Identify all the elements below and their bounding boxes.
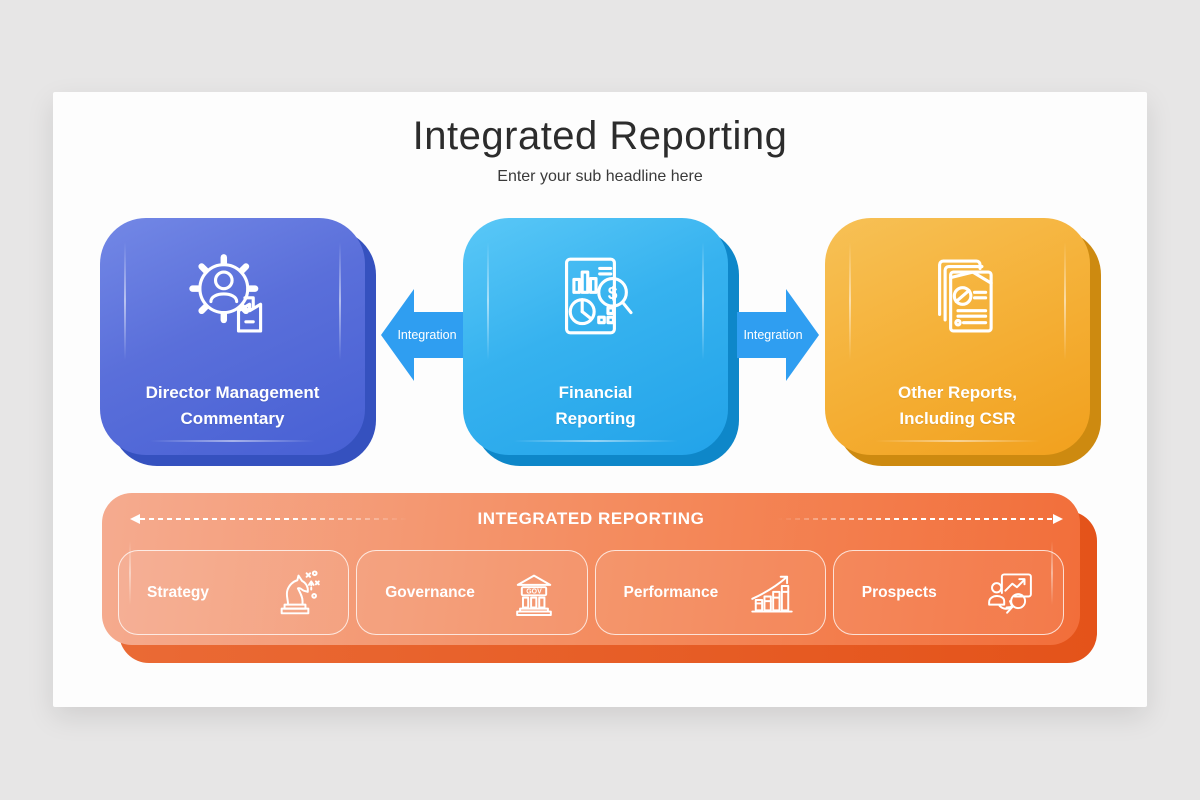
highlight-line [487, 242, 489, 360]
arrow-head-icon [381, 289, 414, 381]
page-title: Integrated Reporting [412, 114, 788, 158]
box-other-reports-csr: Other Reports, Including CSR [825, 218, 1101, 466]
slide-canvas: Integrated Reporting Enter your sub head… [53, 92, 1147, 707]
highlight-line [124, 242, 126, 360]
box-title-line2: Including CSR [899, 408, 1016, 428]
cell-label: Governance [385, 583, 475, 601]
highlight-line [1064, 242, 1066, 360]
box-face: $ Financial Reporting [463, 218, 728, 455]
arrow-label: Integration [743, 328, 803, 342]
bar-cell-strategy: Strategy [118, 550, 350, 635]
arrow-head-icon [786, 289, 819, 381]
bar-items-row: Strategy [118, 550, 1064, 635]
box-title-line2: Commentary [180, 408, 285, 428]
highlight-line [150, 440, 315, 442]
gov-label: GOV [526, 588, 542, 595]
page-subtitle: Enter your sub headline here [497, 168, 703, 185]
highlight-line [339, 242, 341, 360]
box-title-line1: Financial [558, 383, 633, 402]
box-director-management-commentary: Director Management Commentary [100, 218, 376, 466]
cell-label: Performance [623, 583, 719, 601]
box-title: Director Management Commentary [110, 380, 355, 431]
integrated-reporting-bar: INTEGRATED REPORTING Strategy [102, 493, 1097, 663]
box-financial-reporting: $ Financial Reporting [463, 218, 739, 466]
dashed-arrow-right [777, 514, 1063, 524]
highlight-line [875, 440, 1040, 442]
dashed-line [140, 518, 408, 520]
box-face: Director Management Commentary [100, 218, 365, 455]
box-title-line2: Reporting [555, 408, 636, 428]
arrow-shaft [737, 312, 787, 358]
chess-knight-strategy-icon [280, 569, 321, 614]
highlight-line [702, 242, 704, 360]
box-title: Other Reports, Including CSR [835, 380, 1080, 431]
arrow-tip-icon [130, 514, 140, 524]
bar-face: INTEGRATED REPORTING Strategy [102, 493, 1080, 645]
highlight-line [513, 440, 678, 442]
dashed-line [777, 518, 1053, 520]
highlight-line [1051, 541, 1053, 605]
arrow-tip-icon [1053, 514, 1063, 524]
svg-text:$: $ [607, 283, 617, 303]
reports-stack-icon [937, 259, 993, 333]
highlight-line [849, 242, 851, 360]
box-face: Other Reports, Including CSR [825, 218, 1090, 455]
box-title: Financial Reporting [473, 380, 718, 431]
bar-cell-performance: Performance [594, 550, 826, 635]
highlight-line [129, 541, 131, 605]
integration-arrow-right: Integration [737, 289, 819, 381]
arrow-label: Integration [397, 328, 457, 342]
bar-title: INTEGRATED REPORTING [477, 509, 705, 528]
bar-cell-governance: GOV Governance [356, 550, 588, 635]
cell-label: Prospects [861, 583, 937, 601]
box-title-line1: Director Management [145, 383, 320, 402]
bar-cell-prospects: Prospects [832, 550, 1064, 635]
growth-bar-chart-icon [751, 575, 793, 613]
financial-report-magnifier-icon: $ [564, 257, 633, 335]
dashed-arrow-left [130, 514, 408, 524]
cell-label: Strategy [147, 583, 210, 601]
person-chart-magnifier-icon [988, 572, 1032, 614]
arrow-shaft [413, 312, 463, 358]
government-building-icon: GOV [515, 574, 552, 616]
integration-arrow-left: Integration [381, 289, 463, 381]
box-title-line1: Other Reports, [897, 383, 1018, 402]
gear-person-factory-icon [188, 254, 262, 333]
